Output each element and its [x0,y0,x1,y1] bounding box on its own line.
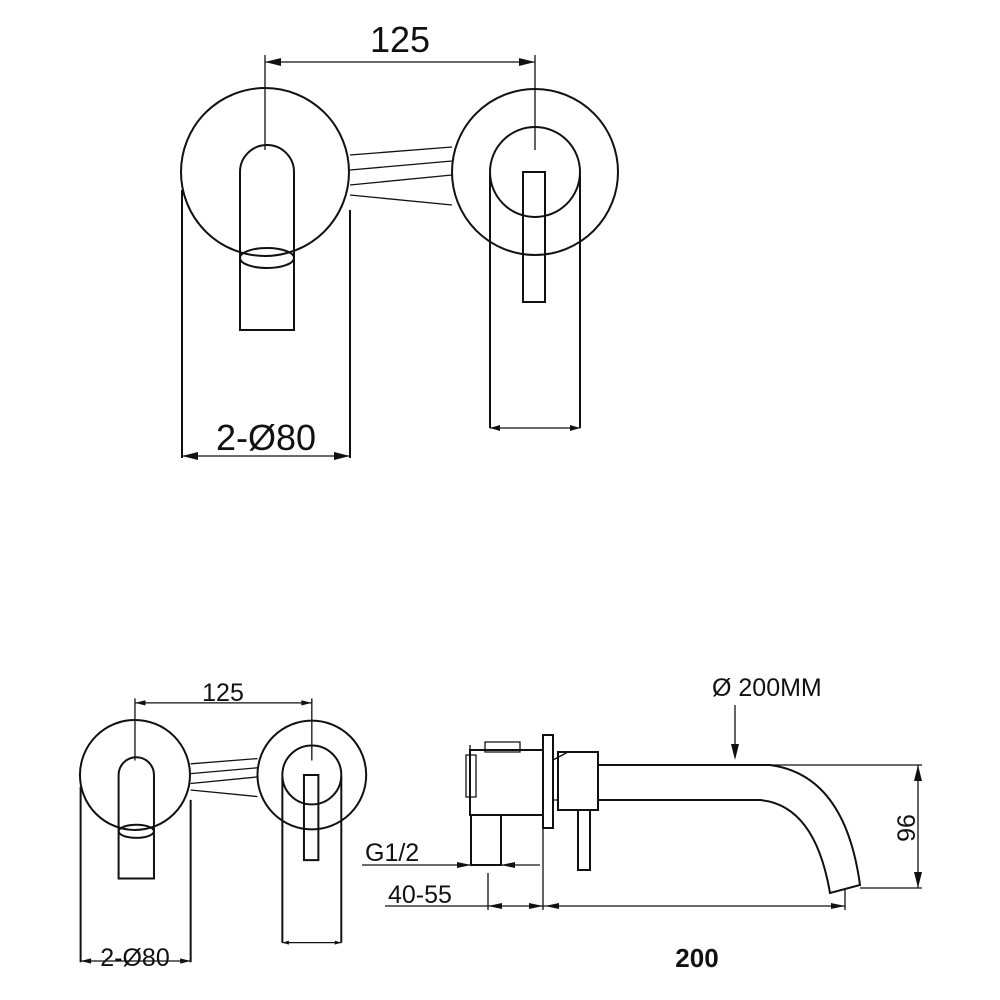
wall-depth-label: 40-55 [388,881,452,909]
thread-size-label: G1/2 [365,839,419,867]
small-plan-view: 125 2-Ø80 [79,679,367,972]
spacing-dimension-label: 125 [370,19,430,60]
large-plan-view: 125 2-Ø80 [180,19,619,461]
small-diameter-dimension-label: 2-Ø80 [100,944,169,972]
spout-height-label: 96 [893,814,921,842]
diameter-dimension-label: 2-Ø80 [216,417,316,458]
small-spacing-dimension-label: 125 [202,679,244,707]
spout-diameter-label: Ø 200MM [712,674,822,702]
side-elevation-view: Ø 200MM 96 G1/2 40-55 200 [362,674,922,973]
projection-length-label: 200 [675,943,718,973]
